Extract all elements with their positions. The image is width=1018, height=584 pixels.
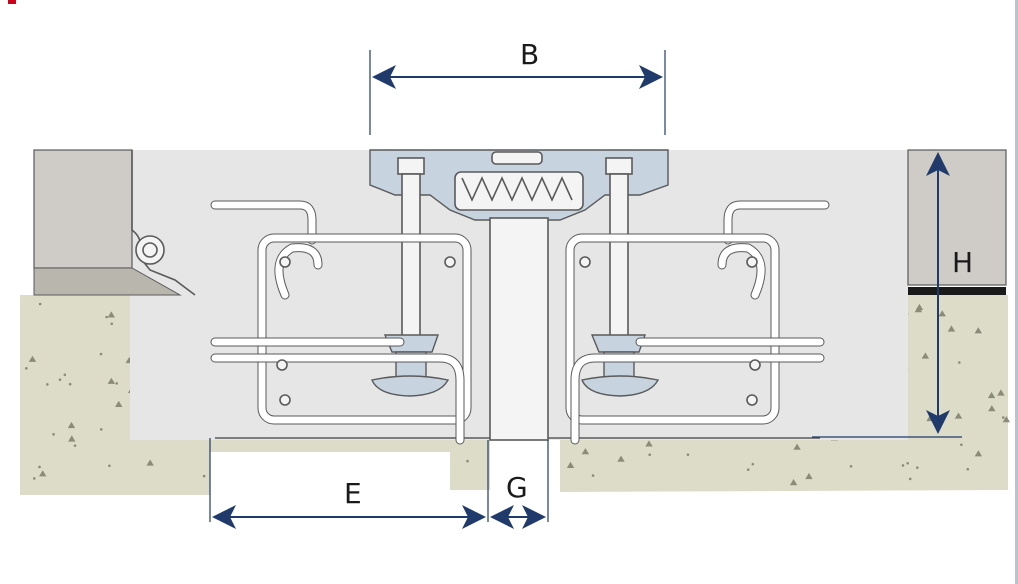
aggregate-dot: [954, 412, 963, 419]
aggregate-dot: [566, 461, 575, 468]
aggregate-dot: [849, 465, 853, 468]
gap-plate: [489, 217, 549, 441]
aggregate-dot: [997, 389, 1005, 396]
seal-zigzag: [461, 176, 573, 202]
cover-blocks: [33, 149, 1007, 296]
aggregate-dot: [805, 472, 813, 480]
slope-left: [33, 267, 182, 296]
aggregate-dot: [581, 448, 590, 455]
rebar-left: [210, 200, 472, 445]
aggregate-dot: [110, 322, 114, 326]
aggregate-dot: [1002, 416, 1011, 423]
aggregate-dot: [68, 435, 76, 442]
concrete-left: [20, 295, 455, 495]
aggregate-dot: [58, 378, 62, 381]
aggregate-dot: [617, 455, 625, 462]
dimension-e: E: [209, 438, 486, 529]
aggregate-dot: [73, 444, 77, 447]
right-edge-rule: [1015, 0, 1018, 584]
aggregate-dot: [68, 382, 72, 386]
aggregate-dot: [99, 352, 103, 356]
aggregate-dot: [107, 377, 116, 384]
rebar-right: [565, 200, 830, 445]
seal-top-clip: [491, 151, 543, 165]
aggregate-dot: [99, 428, 103, 431]
aggregate-dot: [39, 470, 47, 477]
aggregate-dot: [958, 361, 961, 364]
aggregate-dot: [686, 453, 690, 456]
aggregate-dot: [63, 373, 67, 377]
aggregate-dot: [46, 383, 49, 386]
aggregate-dot: [901, 464, 905, 467]
aggregate-dot: [24, 367, 28, 370]
aggregate-dot: [146, 459, 154, 466]
aggregate-dot: [591, 474, 595, 477]
cover-block-right: [907, 149, 1007, 286]
edge-seal-left: [131, 150, 196, 296]
aggregate-dot: [966, 467, 970, 471]
seal-gland: [454, 171, 584, 211]
aggregate-dot: [908, 477, 912, 481]
aggregate-dot: [466, 459, 469, 463]
aggregate-dot: [115, 382, 119, 385]
aggregate-dot: [1001, 416, 1005, 419]
label-h: H: [952, 246, 973, 279]
label-e-background: [310, 452, 450, 492]
aggregate-dot: [52, 433, 55, 436]
aggregate-dot: [987, 391, 996, 399]
aggregate-dot: [988, 405, 996, 412]
label-e: E: [344, 477, 362, 510]
center-seal: [369, 149, 669, 221]
aggregate-dot: [202, 474, 206, 478]
membrane-right: [908, 287, 1006, 295]
dimension-g: G: [487, 440, 549, 529]
aggregate-dot: [915, 466, 919, 469]
aggregate-dot: [107, 311, 116, 318]
aggregate-dot: [105, 315, 108, 319]
aggregate-dot: [645, 440, 653, 447]
label-g: G: [506, 471, 528, 504]
aggregate-dot: [38, 302, 42, 306]
aggregate-dot: [108, 464, 111, 468]
aggregate-dot: [67, 421, 76, 429]
aggregate-dot: [974, 327, 982, 334]
aggregate-dot: [793, 443, 801, 450]
aggregate-dot: [38, 465, 41, 469]
concrete-bottom-left: [455, 440, 490, 490]
aggregate-dot: [32, 477, 36, 480]
aggregate-dot: [789, 479, 798, 486]
aggregate-dot: [28, 355, 37, 362]
dimension-b: B: [369, 38, 666, 135]
aggregate-dot: [906, 461, 910, 465]
aggregate-dot: [960, 443, 963, 447]
aggregate-dot: [746, 468, 750, 472]
aggregate-dot: [648, 453, 652, 457]
label-b: B: [520, 38, 539, 71]
aggregate-dot: [914, 306, 923, 313]
aggregate-dot: [751, 462, 755, 466]
aggregate-dot: [974, 450, 983, 457]
corner-red-mark: [8, 0, 16, 4]
dimension-h: H: [812, 152, 973, 438]
aggregate-dot: [115, 400, 123, 407]
cover-block-left: [33, 149, 133, 269]
